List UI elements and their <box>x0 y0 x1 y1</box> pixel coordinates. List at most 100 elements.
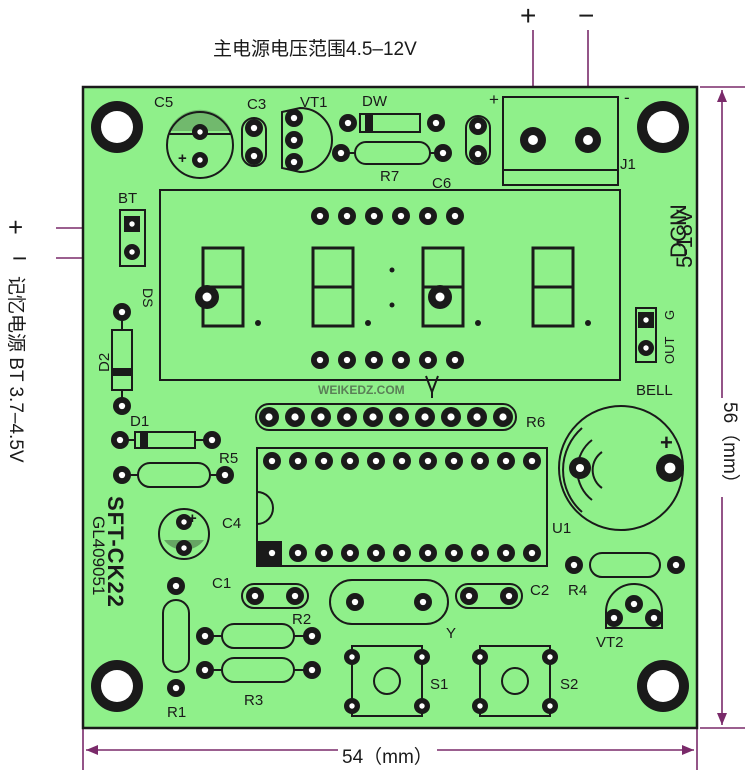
pad-hole <box>630 600 638 608</box>
power-plus-label: + <box>520 0 537 31</box>
pad-hole <box>474 122 482 130</box>
pad-hole <box>320 457 328 465</box>
label-j1-minus: - <box>624 88 630 107</box>
pad-hole <box>201 632 209 640</box>
pad-hole <box>477 703 483 709</box>
pad-hole <box>547 703 553 709</box>
pad-hole <box>344 119 352 127</box>
bt-minus-label: − <box>12 243 28 273</box>
pad-hole <box>197 157 203 163</box>
pad-hole <box>172 684 180 692</box>
pad-hole <box>473 413 481 421</box>
pad-hole <box>451 356 459 364</box>
pad-hole <box>370 212 378 220</box>
pad-hole <box>575 463 585 473</box>
pad-hole <box>181 545 187 551</box>
pad-hole <box>664 462 676 474</box>
pad-hole <box>346 549 354 557</box>
label-c6: C6 <box>432 175 452 192</box>
pad-hole <box>610 614 618 622</box>
c3-capacitor <box>241 117 267 167</box>
r1-resistor <box>162 599 190 673</box>
pad-hole <box>308 666 316 674</box>
pad-hole <box>349 703 355 709</box>
pad-hole <box>221 471 229 479</box>
pad-hole <box>337 149 345 157</box>
pad-hole <box>570 561 578 569</box>
c6-capacitor <box>465 115 491 165</box>
label-u1: U1 <box>552 520 572 537</box>
pad-hole <box>419 598 427 606</box>
pad-hole <box>346 457 354 465</box>
label-d2: D2 <box>96 352 113 372</box>
pad-hole <box>421 413 429 421</box>
label-vt1: VT1 <box>300 94 328 111</box>
c5-plus-label: + <box>178 150 187 167</box>
dimension-arrows <box>86 90 727 755</box>
display-ds <box>159 189 621 381</box>
pad-hole <box>474 150 482 158</box>
pad-hole <box>370 356 378 364</box>
pad-hole <box>118 402 126 410</box>
power-minus-label: − <box>578 0 595 31</box>
pad-hole <box>268 457 276 465</box>
pad-hole <box>291 592 299 600</box>
bt-plus-label: + <box>8 212 24 242</box>
pad-hole <box>450 457 458 465</box>
pad-hole <box>129 249 135 255</box>
backup-power-note: 记忆电源 BT 3.7–4.5V <box>5 276 26 463</box>
pad-hole <box>343 413 351 421</box>
height-dimension: 56（mm） <box>718 398 745 497</box>
label-out: OUT <box>662 336 677 364</box>
pad-hole <box>369 413 377 421</box>
pad-hole <box>343 356 351 364</box>
pad-hole <box>672 561 680 569</box>
label-ds: DS <box>140 288 156 308</box>
pad-hole <box>397 356 405 364</box>
label-j1: J1 <box>620 156 636 173</box>
label-r2: R2 <box>292 611 312 628</box>
watermark: WEIKEDZ.COM <box>318 383 405 397</box>
pad-hole <box>172 582 180 590</box>
vt2-transistor <box>605 583 663 629</box>
label-r4: R4 <box>568 582 588 599</box>
pad-hole <box>202 292 212 302</box>
pad-hole <box>528 549 536 557</box>
pad-hole <box>181 519 187 525</box>
pad-hole <box>268 549 276 557</box>
pad-hole <box>290 158 298 166</box>
label-bt: BT <box>118 190 138 207</box>
pad-hole <box>398 549 406 557</box>
pad-hole <box>265 413 273 421</box>
pad-hole <box>290 136 298 144</box>
pad-hole <box>451 212 459 220</box>
pad-hole <box>343 212 351 220</box>
pad-hole <box>397 212 405 220</box>
label-dw: DW <box>362 93 387 110</box>
width-dimension: 54（mm） <box>338 742 437 769</box>
pad-hole <box>294 549 302 557</box>
pad-hole <box>251 592 259 600</box>
pad-hole <box>424 549 432 557</box>
pad-hole <box>349 654 355 660</box>
pad-hole <box>450 549 458 557</box>
label-serial: GL409051 <box>89 516 108 596</box>
pad-hole <box>476 457 484 465</box>
pad-hole <box>476 549 484 557</box>
arrow-icon <box>425 375 439 398</box>
pad-hole <box>447 413 455 421</box>
y-crystal <box>329 579 449 625</box>
c5-capacitor <box>166 109 234 179</box>
seven-segment-digits <box>201 246 575 328</box>
pad-hole <box>505 592 513 600</box>
label-y: Y <box>446 625 457 642</box>
pad-hole <box>435 292 445 302</box>
label-d1: D1 <box>130 413 150 430</box>
pad-hole <box>419 703 425 709</box>
pad-hole <box>477 654 483 660</box>
pad-hole <box>372 549 380 557</box>
decimal-points <box>255 267 591 326</box>
pad-hole <box>419 654 425 660</box>
